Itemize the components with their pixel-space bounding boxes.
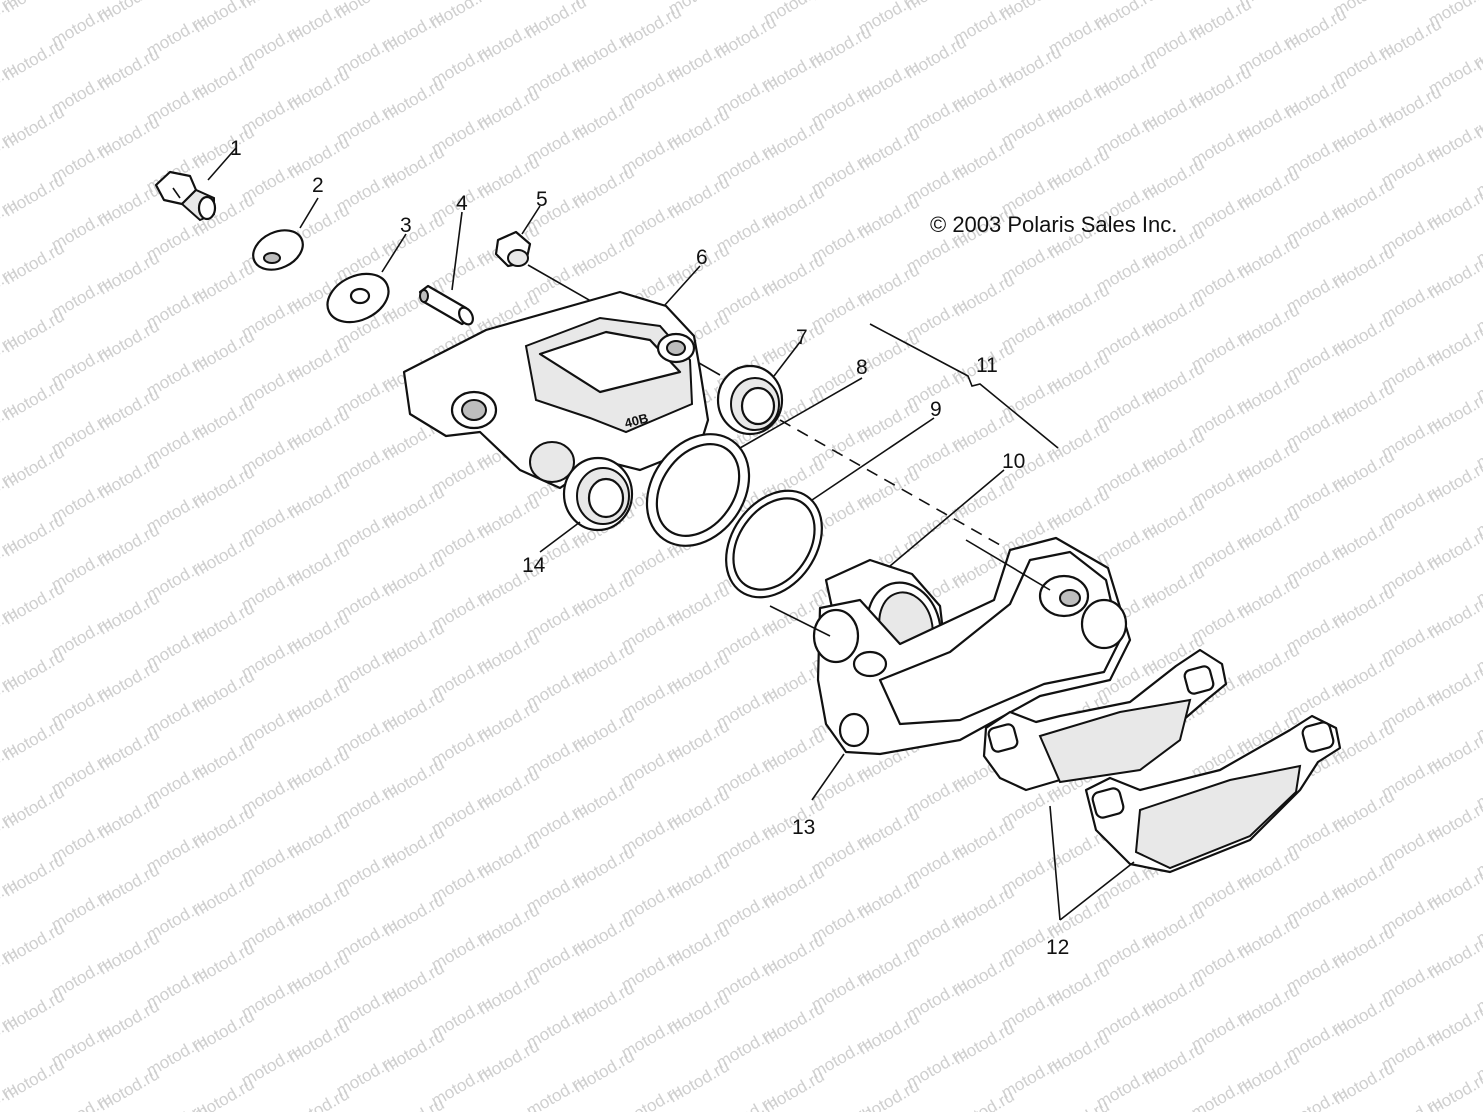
- casting-mark: 40B: [623, 410, 650, 431]
- caliper-body: 40B: [402, 290, 710, 490]
- callout-2: 2: [312, 174, 324, 197]
- leader-14: [539, 521, 581, 553]
- washer-large: [326, 272, 390, 324]
- callout-8: 8: [856, 356, 868, 379]
- seal-ring: [645, 433, 751, 547]
- bleeder-valve: [418, 284, 474, 326]
- leader-1: [207, 147, 237, 181]
- callout-13: 13: [792, 816, 815, 839]
- caliper-bracket: [769, 536, 1132, 756]
- leader-4: [451, 211, 463, 291]
- bolt: [154, 170, 217, 222]
- leader-2: [299, 197, 319, 229]
- bleeder-cap: [494, 230, 532, 268]
- leader-6: [663, 265, 701, 307]
- piston-seal-upper: [716, 364, 784, 436]
- brake-pad-back: [982, 648, 1228, 792]
- callout-12: 12: [1046, 936, 1069, 959]
- leader-9: [811, 417, 935, 501]
- callout-1: 1: [230, 137, 242, 160]
- brake-pad-front: [1084, 714, 1342, 874]
- callout-10: 10: [1002, 450, 1025, 473]
- leader-13: [811, 753, 845, 801]
- assembly-line-dashed: [779, 419, 1001, 546]
- piston-seal-lower: [562, 456, 634, 532]
- callout-7: 7: [796, 326, 808, 349]
- dust-seal: [725, 489, 823, 599]
- leader-3: [381, 233, 407, 273]
- callout-9: 9: [930, 398, 942, 421]
- callout-4: 4: [456, 192, 468, 215]
- washer-small: [252, 229, 304, 271]
- callout-5: 5: [536, 188, 548, 211]
- leader-8: [739, 377, 863, 449]
- leader-7: [773, 341, 801, 377]
- leader-12a: [1049, 805, 1061, 921]
- callout-6: 6: [696, 246, 708, 269]
- callout-3: 3: [400, 214, 412, 237]
- copyright-notice: © 2003 Polaris Sales Inc.: [930, 212, 1177, 237]
- leader-10: [889, 469, 1005, 567]
- callout-14: 14: [522, 554, 546, 577]
- leader-12b: [1059, 861, 1135, 921]
- callout-11: 11: [976, 354, 998, 377]
- group-bracket-11: [869, 323, 1059, 449]
- leader-5: [521, 205, 541, 235]
